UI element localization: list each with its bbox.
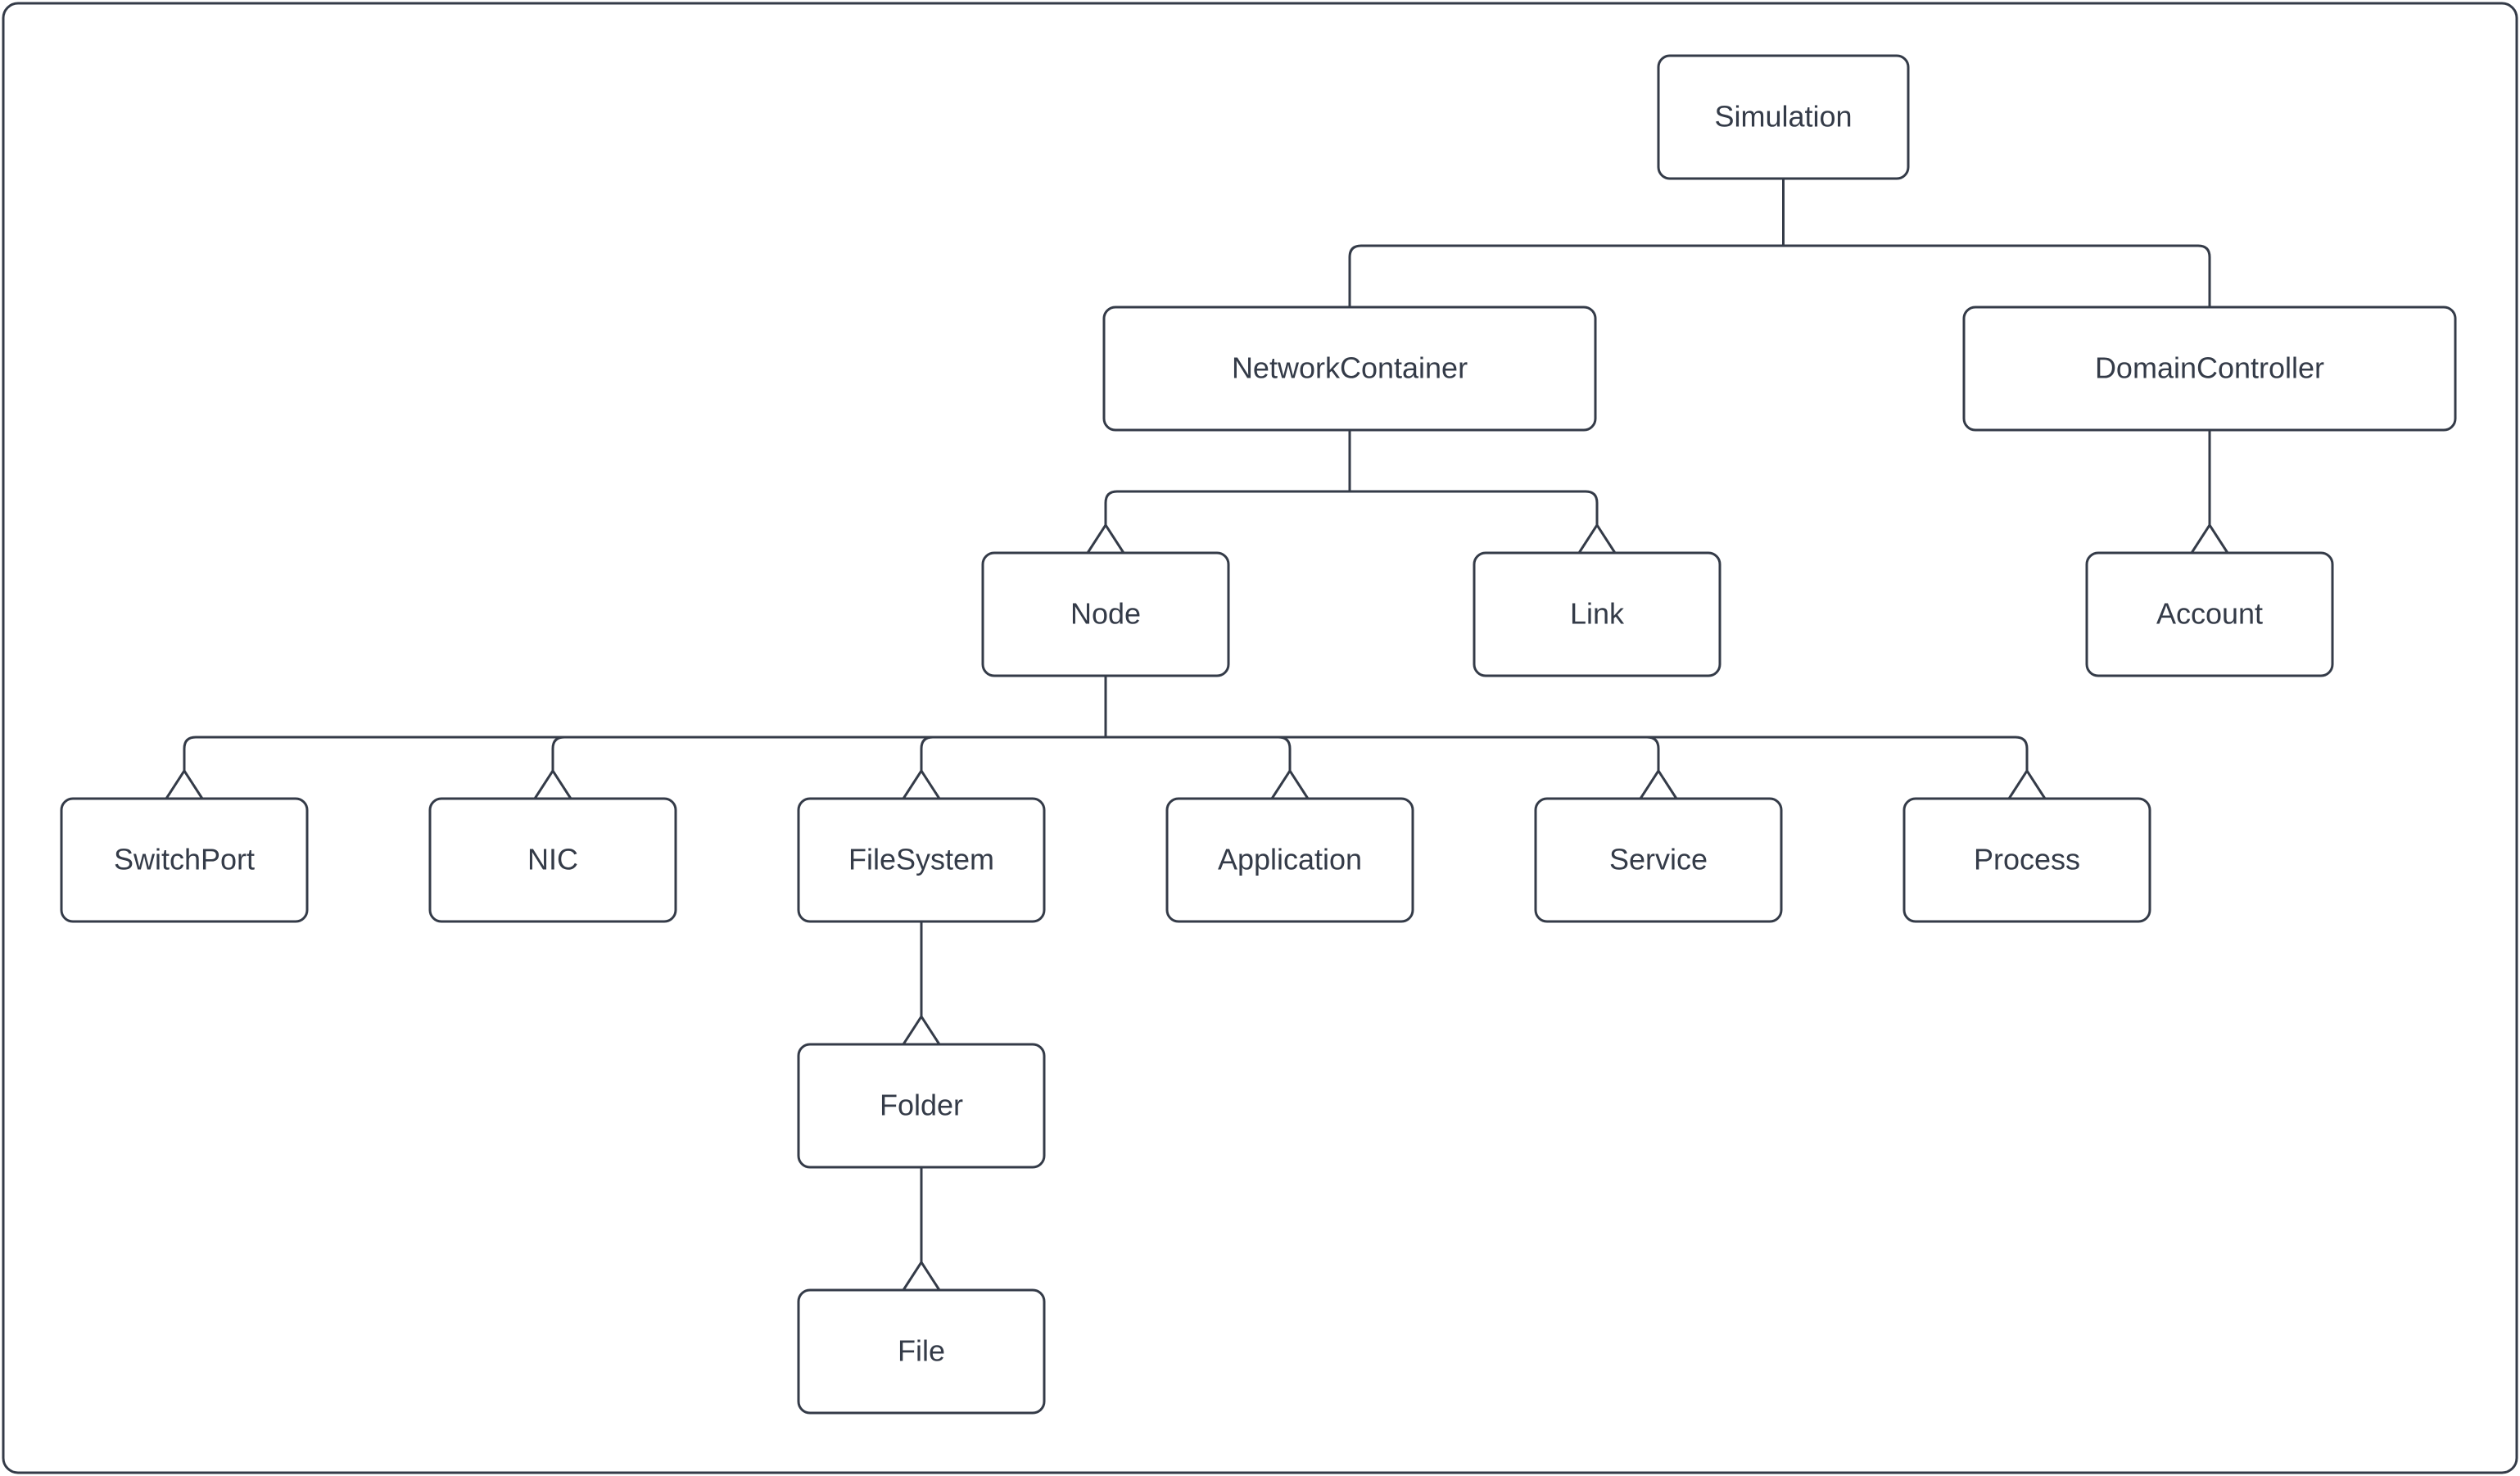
class-node-label-networkcontainer: NetworkContainer	[1232, 351, 1468, 385]
edge-node-to-nic	[551, 736, 1106, 771]
generalization-arrowhead-node-to-switchport	[165, 768, 204, 799]
class-node-box-process[interactable]	[1902, 797, 2151, 923]
edges-layer	[165, 179, 2229, 1291]
generalization-arrowhead-networkcontainer-to-link	[1577, 523, 1617, 554]
class-node-box-nic[interactable]	[428, 797, 677, 923]
edge-node-to-switchport	[183, 736, 1106, 771]
class-node-box-folder[interactable]	[797, 1043, 1046, 1169]
edge-node-to-filesystem	[920, 736, 1106, 771]
class-node-box-link[interactable]	[1473, 551, 1721, 677]
class-node-box-domaincontroller[interactable]	[1962, 306, 2457, 432]
generalization-arrowhead-filesystem-to-folder	[902, 1014, 941, 1045]
generalization-arrowhead-node-to-nic	[533, 768, 572, 799]
class-node-label-filesystem: FileSystem	[848, 843, 994, 876]
edge-networkcontainer-to-link	[1350, 490, 1599, 525]
class-node-label-file: File	[898, 1334, 945, 1368]
class-node-box-account[interactable]	[2085, 551, 2334, 677]
class-node-box-service[interactable]	[1534, 797, 1783, 923]
generalization-arrowhead-node-to-process	[2007, 768, 2047, 799]
generalization-arrowhead-networkcontainer-to-node	[1086, 523, 1125, 554]
class-node-account[interactable]: Account	[2085, 551, 2334, 677]
class-node-box-application[interactable]	[1165, 797, 1414, 923]
class-node-nic[interactable]: NIC	[428, 797, 677, 923]
class-node-service[interactable]: Service	[1534, 797, 1783, 923]
class-node-label-application: Application	[1218, 843, 1362, 876]
class-node-node[interactable]: Node	[981, 551, 1230, 677]
class-node-switchport[interactable]: SwitchPort	[60, 797, 309, 923]
class-node-box-file[interactable]	[797, 1288, 1046, 1415]
class-node-networkcontainer[interactable]: NetworkContainer	[1102, 306, 1597, 432]
generalization-arrowhead-node-to-filesystem	[902, 768, 941, 799]
edge-simulation-to-domaincontroller	[1783, 244, 2211, 307]
class-node-label-service: Service	[1609, 843, 1708, 876]
class-node-box-simulation[interactable]	[1657, 54, 1910, 180]
class-node-link[interactable]: Link	[1473, 551, 1721, 677]
generalization-arrowhead-domaincontroller-to-account	[2190, 523, 2229, 554]
edge-simulation-to-networkcontainer	[1348, 244, 1784, 307]
generalization-arrowhead-node-to-service	[1639, 768, 1678, 799]
generalization-arrowhead-folder-to-file	[902, 1260, 941, 1291]
class-node-label-nic: NIC	[527, 843, 578, 876]
class-node-label-account: Account	[2156, 597, 2263, 631]
class-node-simulation[interactable]: Simulation	[1657, 54, 1910, 180]
edge-networkcontainer-to-node	[1104, 490, 1350, 525]
class-node-label-domaincontroller: DomainController	[2095, 351, 2324, 385]
class-node-box-switchport[interactable]	[60, 797, 309, 923]
class-node-label-switchport: SwitchPort	[114, 843, 255, 876]
class-node-label-simulation: Simulation	[1714, 100, 1852, 134]
class-node-folder[interactable]: Folder	[797, 1043, 1046, 1169]
class-node-domaincontroller[interactable]: DomainController	[1962, 306, 2457, 432]
class-node-label-link: Link	[1570, 597, 1625, 631]
class-node-box-filesystem[interactable]	[797, 797, 1046, 923]
class-node-process[interactable]: Process	[1902, 797, 2151, 923]
class-node-box-networkcontainer[interactable]	[1102, 306, 1597, 432]
class-node-filesystem[interactable]: FileSystem	[797, 797, 1046, 923]
class-node-label-process: Process	[1974, 843, 2080, 876]
class-node-application[interactable]: Application	[1165, 797, 1414, 923]
class-node-file[interactable]: File	[797, 1288, 1046, 1415]
class-node-box-node[interactable]	[981, 551, 1230, 677]
class-node-label-node: Node	[1070, 597, 1141, 631]
class-node-label-folder: Folder	[880, 1089, 963, 1122]
edge-node-to-process	[1106, 736, 2029, 771]
generalization-arrowhead-node-to-application	[1270, 768, 1310, 799]
